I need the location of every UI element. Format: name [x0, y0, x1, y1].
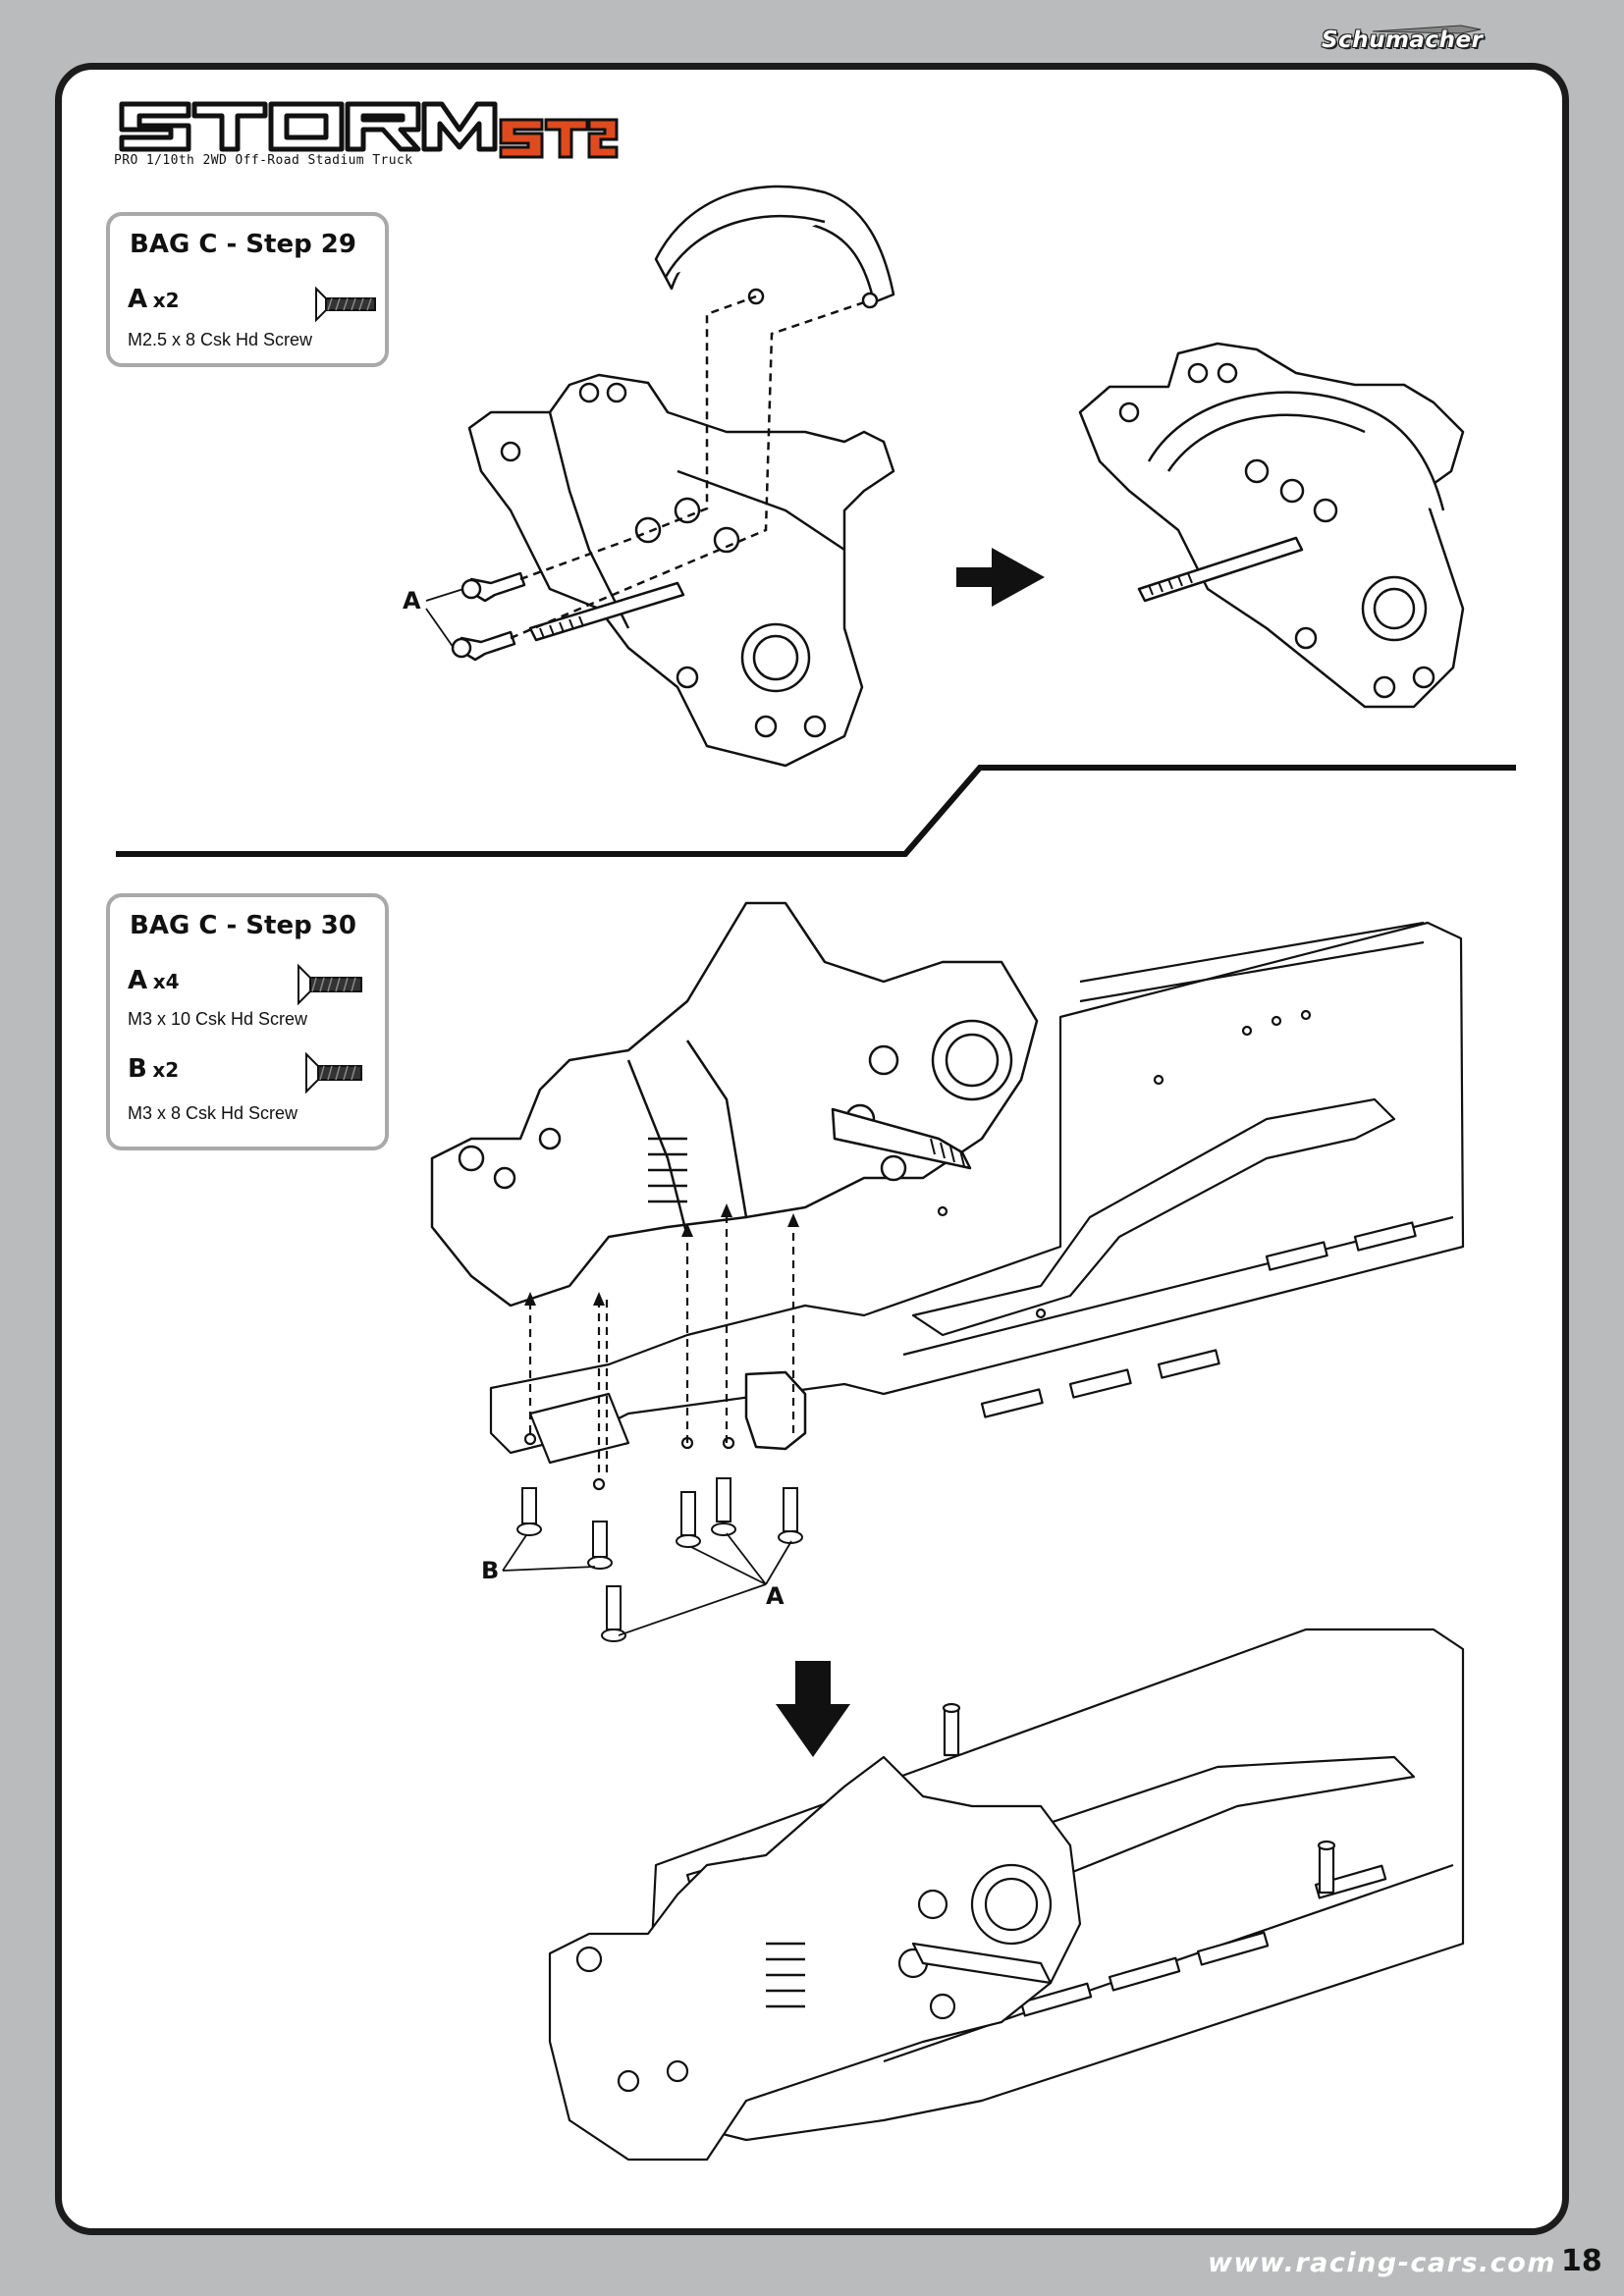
- step29-callout-a: A: [403, 587, 421, 614]
- page-number: 18: [1561, 2244, 1602, 2278]
- brand-swoosh-icon: [1372, 25, 1482, 34]
- step30-callout-a: A: [766, 1582, 785, 1610]
- logo-subtitle: PRO 1/10th 2WD Off-Road Stadium Truck: [114, 153, 413, 168]
- step30-callout-b: B: [481, 1557, 500, 1584]
- step29-title: BAG C - Step 29: [130, 230, 356, 259]
- part-letter: B: [128, 1054, 147, 1084]
- section-divider: [116, 765, 1516, 857]
- step30-chassis-plate: [489, 921, 1465, 1491]
- screw-a-4: [601, 1585, 626, 1642]
- step30-assembled: [548, 1628, 1465, 2162]
- step29-part-a-desc: M2.5 x 8 Csk Hd Screw: [128, 330, 313, 349]
- screw-a-1: [676, 1491, 701, 1548]
- step30-guide-lines: [528, 1217, 795, 1472]
- arrow-down-icon: [776, 1661, 850, 1757]
- part-letter: A: [128, 966, 148, 995]
- part-count: x4: [152, 970, 180, 993]
- step30-arrowheads: [524, 1203, 799, 1306]
- arrow-right-icon: [956, 548, 1045, 607]
- storm-st2-logo: [119, 101, 619, 159]
- part-letter: A: [128, 285, 148, 314]
- step30-part-a-qty: A x4: [128, 966, 180, 995]
- step29-assembled-gearbox: [1078, 342, 1465, 709]
- screw-a-3: [778, 1487, 803, 1544]
- step30-part-b-qty: B x2: [128, 1054, 179, 1084]
- csk-screw-icon: [315, 286, 376, 323]
- step30-title: BAG C - Step 30: [130, 911, 356, 940]
- step29-callout-leaders: [425, 588, 464, 649]
- step30-parts-box: BAG C - Step 30 A x4 M3 x 10 Csk Hd Scre…: [106, 893, 389, 1150]
- step30-gearbox: [430, 901, 1039, 1451]
- step29-exploded-gearbox: [451, 185, 895, 768]
- screw-b-2: [587, 1521, 613, 1570]
- csk-screw-icon: [298, 963, 362, 1005]
- brand-name: Schumacher: [1322, 27, 1484, 53]
- step29-parts-box: BAG C - Step 29 A x2 M2.5 x 8 Csk Hd Scr…: [106, 212, 389, 367]
- step30-part-b-desc: M3 x 8 Csk Hd Screw: [128, 1103, 298, 1123]
- screw-a-2: [711, 1477, 736, 1536]
- step29-part-a-qty: A x2: [128, 285, 180, 314]
- schumacher-brand-logo: Schumacher: [1314, 24, 1487, 63]
- part-count: x2: [152, 1058, 180, 1082]
- screw-b-1: [516, 1487, 542, 1536]
- step30-callout-leaders: [502, 1532, 792, 1636]
- footer-website: www.racing-cars.com: [1208, 2248, 1556, 2278]
- step29-guide-lines: [510, 294, 871, 640]
- step30-screws: [516, 1477, 803, 1642]
- part-count: x2: [152, 289, 180, 312]
- step30-part-a-desc: M3 x 10 Csk Hd Screw: [128, 1009, 308, 1029]
- csk-screw-icon: [305, 1051, 362, 1094]
